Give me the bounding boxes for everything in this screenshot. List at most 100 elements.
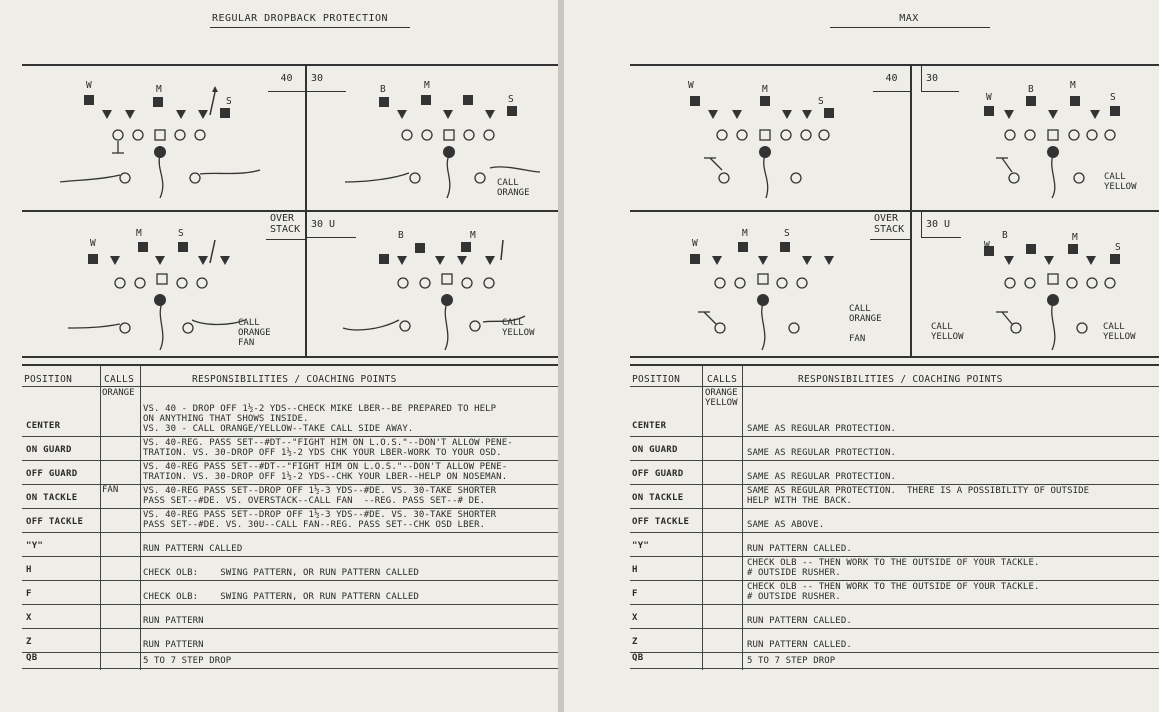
responsibilities-cell: 5 TO 7 STEP DROP [747, 656, 836, 666]
table-col-rule [742, 365, 743, 670]
formation-diagram [67, 239, 246, 351]
responsibilities-cell: RUN PATTERN CALLED. [747, 640, 852, 650]
row-rule [630, 460, 1159, 461]
position-cell: F [632, 589, 638, 599]
position-cell: Z [26, 637, 32, 647]
row-rule [22, 628, 558, 629]
defense-label: B [1002, 230, 1008, 241]
diagram-grid-middle [630, 210, 1159, 212]
row-rule [630, 386, 1159, 387]
responsibilities-cell: RUN PATTERN [143, 640, 204, 650]
responsibilities-cell: VS. 40-REG PASS SET--#DT--"FIGHT HIM ON … [143, 462, 508, 482]
position-cell: ON GUARD [26, 445, 72, 455]
header-calls: CALLS [104, 374, 135, 385]
defense-label: S [178, 228, 184, 239]
responsibilities-cell: VS. 40-REG. PASS SET--#DT--"FIGHT HIM ON… [143, 438, 513, 458]
defense-label: B [380, 84, 386, 95]
responsibilities-cell: VS. 40 - DROP OFF 1½-2 YDS--CHECK MIKE L… [143, 404, 497, 434]
defense-label: W [984, 240, 990, 251]
row-rule [630, 668, 1159, 669]
formation-diagram [984, 244, 1120, 351]
call-label: CALL YELLOW [1103, 322, 1136, 342]
defender-mark [84, 95, 94, 105]
defense-label: M [424, 80, 430, 91]
formation-diagram [690, 242, 834, 351]
diagram-grid-top [22, 64, 558, 66]
defense-label: M [742, 228, 748, 239]
row-rule [630, 532, 1159, 533]
defense-label: S [784, 228, 790, 239]
call-label: CALL YELLOW [1104, 172, 1137, 192]
position-cell: OFF TACKLE [632, 517, 690, 527]
responsibilities-cell: CHECK OLB: SWING PATTERN, OR RUN PATTERN… [143, 592, 419, 602]
position-cell: OFF GUARD [26, 469, 78, 479]
position-cell: H [632, 565, 638, 575]
call-label: CALL YELLOW [931, 322, 964, 342]
diagram-grid-top [630, 64, 1159, 66]
diagram-grid-middle [22, 210, 558, 212]
position-cell: X [632, 613, 638, 623]
defense-label: S [1115, 242, 1121, 253]
defense-label: B [398, 230, 404, 241]
diagram-tag: 30 [306, 64, 346, 92]
row-rule [630, 628, 1159, 629]
position-cell: X [26, 613, 32, 623]
diagram-tag: OVER STACK [870, 210, 911, 240]
left-page: REGULAR DROPBACK PROTECTION 40 30 OVER S… [0, 0, 558, 712]
page-title: MAX [899, 13, 919, 24]
defense-label: B [1028, 84, 1034, 95]
defense-label: M [156, 84, 162, 95]
formation-diagram [344, 95, 541, 199]
title-underline [830, 27, 990, 28]
responsibilities-cell: VS. 40-REG PASS SET--DROP OFF 1½-3 YDS--… [143, 510, 497, 530]
responsibilities-cell: SAME AS REGULAR PROTECTION. [747, 424, 896, 434]
responsibilities-cell: RUN PATTERN CALLED [143, 544, 243, 554]
responsibilities-cell: RUN PATTERN CALLED. [747, 616, 852, 626]
responsibilities-cell: 5 TO 7 STEP DROP [143, 656, 232, 666]
responsibilities-cell: SAME AS ABOVE. [747, 520, 825, 530]
row-rule [630, 484, 1159, 485]
diagram-tag: 30 U [306, 210, 356, 238]
row-rule [630, 508, 1159, 509]
calls-cell: ORANGE [102, 388, 135, 398]
formation-diagram [690, 96, 834, 199]
diagram-grid-bottom [630, 356, 1159, 358]
defense-label: W [86, 80, 92, 91]
table-top-rule [22, 364, 558, 366]
table-col-rule [140, 365, 141, 670]
defense-label: S [226, 96, 232, 107]
row-rule [22, 580, 558, 581]
row-rule [22, 386, 558, 387]
row-rule [630, 436, 1159, 437]
call-label: CALL ORANGE FAN [849, 304, 882, 344]
defense-label: W [692, 238, 698, 249]
table-col-rule [100, 365, 101, 670]
defender-mark [220, 108, 230, 118]
defense-label: M [762, 84, 768, 95]
defense-label: S [1110, 92, 1116, 103]
defense-label: M [1072, 232, 1078, 243]
defense-label: S [508, 94, 514, 105]
defense-label: S [818, 96, 824, 107]
row-rule [22, 604, 558, 605]
page-gutter [558, 0, 564, 712]
row-rule [22, 484, 558, 485]
responsibilities-cell: SAME AS REGULAR PROTECTION. [747, 448, 896, 458]
diagram-tag: 40 [873, 64, 911, 92]
row-rule [630, 580, 1159, 581]
row-rule [22, 460, 558, 461]
formation-diagram [984, 96, 1120, 199]
table-col-rule [702, 365, 703, 670]
defense-label: M [1070, 80, 1076, 91]
row-rule [22, 508, 558, 509]
title-underline [210, 27, 410, 28]
header-calls: CALLS [707, 374, 738, 385]
position-cell: QB [632, 653, 644, 663]
responsibilities-cell: RUN PATTERN [143, 616, 204, 626]
defender-mark [153, 97, 163, 107]
responsibilities-cell: VS. 40-REG PASS SET--DROP OFF 1½-3 YDS--… [143, 486, 497, 506]
header-responsibilities: RESPONSIBILITIES / COACHING POINTS [192, 374, 397, 385]
position-cell: QB [26, 653, 38, 663]
responsibilities-cell: RUN PATTERN CALLED. [747, 544, 852, 554]
